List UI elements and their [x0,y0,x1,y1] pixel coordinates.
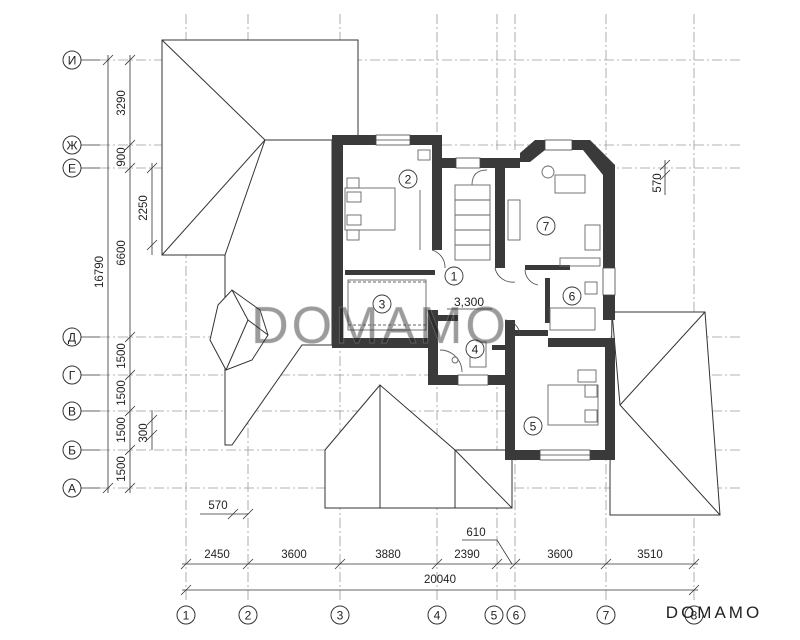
roof-ridge-left-3 [224,139,266,256]
dimension-right: 570 [652,159,671,195]
dim-610: 610 [466,527,485,539]
axis-marker-6: 6 [506,605,526,625]
dormer-ridge-2 [247,319,269,336]
dimension-text-bottom: 2450 3600 3880 2390 3600 3510 20040 610 … [204,500,663,586]
axis-marker-7: 7 [596,605,616,625]
axis-label-i: И [68,54,77,68]
room-5: 5 [523,416,543,436]
axis-label-8: 8 [691,609,698,623]
dim-1500-d: 1500 [116,456,128,482]
axis-label-1: 1 [183,609,190,623]
axis-label-7: 7 [603,609,610,623]
room-7-label: 7 [543,220,550,234]
room-1-label: 1 [451,270,458,284]
dim-570-right: 570 [652,173,664,192]
room-6-label: 6 [569,290,576,304]
watermark-center: DOMAMO [251,297,509,355]
dimension-text-left: 3290 900 6600 1500 1500 1500 1500 16790 … [94,90,150,482]
roof-right-wing [609,311,721,516]
axis-label-6: 6 [513,609,520,623]
roof-outlines [161,39,721,516]
axis-marker-2: 2 [238,605,258,625]
dim-3510: 3510 [637,549,663,561]
dim-total-16790: 16790 [94,256,106,288]
axis-label-a: А [68,482,76,496]
room-2-label: 2 [405,173,412,187]
axis-marker-1: 1 [176,605,196,625]
axis-label-4: 4 [434,609,441,623]
axis-label-b: Б [68,444,76,458]
axis-label-d: Д [68,331,76,345]
room-4-label: 4 [472,343,479,357]
dim-3600-a: 3600 [281,549,307,561]
watermark-corner: DOMAMO [666,603,762,622]
furniture [344,149,601,426]
dim-3880: 3880 [375,549,401,561]
dim-1500-b: 1500 [116,380,128,406]
dim-300: 300 [138,423,150,442]
dim-2390: 2390 [454,549,480,561]
dim-total-20040: 20040 [424,574,456,586]
axis-marker-v: В [62,401,100,421]
roof-front-gable [324,384,456,509]
dim-900: 900 [116,147,128,166]
dimension-lines-bottom [180,508,700,596]
room-4: 4 [465,339,485,359]
stair [454,184,491,261]
roof-left-wing [161,39,359,446]
roof-ridge-right-2 [611,311,621,406]
axis-label-zh: Ж [66,139,77,153]
axis-label-e: Е [68,162,76,176]
room-3: 3 [372,294,392,314]
dim-2250: 2250 [138,195,150,221]
windows [375,134,616,461]
dim-3600-b: 3600 [547,549,573,561]
axis-marker-b: Б [62,440,100,460]
axis-label-3: 3 [337,609,344,623]
bed-room-2 [344,187,396,231]
axis-marker-4: 4 [427,605,447,625]
axis-marker-3: 3 [330,605,350,625]
closet-room-3 [347,279,427,331]
axis-label-v: В [68,405,76,419]
axis-label-g: Г [69,369,76,383]
axis-marker-e: Е [62,158,100,178]
axis-marker-zh: Ж [62,135,100,155]
bath-tub [549,307,596,331]
axis-marker-i: И [62,50,100,70]
axis-marker-8: 8 [684,605,704,625]
dormer [209,289,269,371]
floor-area [334,137,612,456]
room-6: 6 [562,286,582,306]
dim-1500-c: 1500 [116,417,128,443]
level-mark-text: 3,300 [454,295,484,309]
dim-3290: 3290 [116,90,128,116]
axis-marker-g: Г [62,365,100,385]
axis-marker-a: А [62,478,100,498]
dimension-lines-left [102,54,158,494]
dim-2450: 2450 [204,549,230,561]
bed-room-5 [547,384,599,426]
level-mark: 3,300 [447,295,492,310]
doors [431,249,539,336]
vertical-axes: 1 2 3 4 5 6 7 8 [176,605,704,625]
axis-marker-5: 5 [484,605,504,625]
dim-570-bottom: 570 [208,500,227,512]
room-2: 2 [398,169,418,189]
walls [332,135,615,460]
desk-room-7 [554,174,586,194]
room-3-label: 3 [379,298,386,312]
room-5-label: 5 [530,420,537,434]
room-labels: 1 2 3 4 5 6 7 [372,169,582,436]
dim-1500-a: 1500 [116,343,128,369]
axis-label-2: 2 [245,609,252,623]
room-1: 1 [444,266,464,286]
axis-label-5: 5 [491,609,498,623]
axis-marker-d: Д [62,327,100,347]
dim-6600: 6600 [116,240,128,266]
horizontal-axes: И Ж Е Д Г В Б [62,50,100,498]
front-middle-line [454,449,513,509]
room-7: 7 [536,216,556,236]
